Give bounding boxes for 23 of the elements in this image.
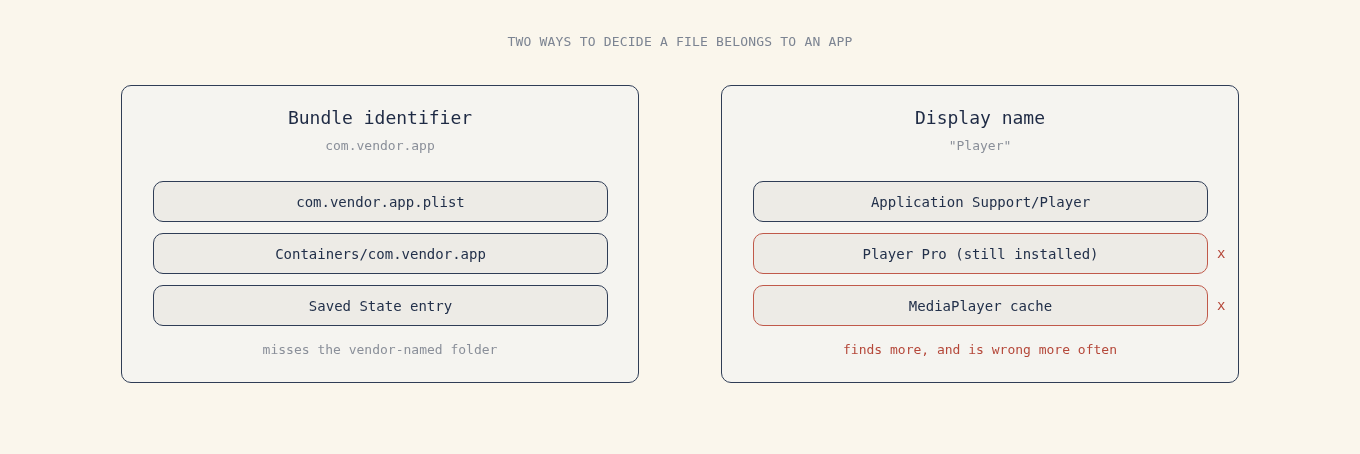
panel-subtitle: com.vendor.app [325, 138, 435, 153]
panel-heading: Display name [914, 107, 1045, 128]
file-location-box [153, 233, 608, 274]
panel-note: finds more, and is wrong more often [843, 342, 1117, 357]
file-path-text: Saved State entry [308, 296, 453, 315]
file-location-box [153, 181, 608, 222]
panel-heading: Bundle identifier [287, 107, 473, 128]
file-location-box [153, 285, 608, 326]
file-path-text: MediaPlayer cache [908, 296, 1053, 315]
file-location-box [753, 181, 1208, 222]
file-path-text: com.vendor.app.plist [296, 192, 465, 211]
file-path-text: Containers/com.vendor.app [275, 244, 486, 263]
mismatch-mark: x [1217, 296, 1226, 314]
method-panel [721, 85, 1239, 383]
file-location-box [753, 233, 1208, 274]
file-path-text: Application Support/Player [870, 192, 1091, 211]
panel-subtitle: "Player" [948, 138, 1012, 153]
mismatch-mark: x [1217, 244, 1226, 262]
diagram-title: TWO WAYS TO DECIDE A FILE BELONGS TO AN APP [507, 34, 853, 49]
panel-note: misses the vendor-named folder [262, 342, 498, 357]
method-panel [121, 85, 639, 383]
file-location-box [753, 285, 1208, 326]
file-path-text: Player Pro (still installed) [862, 244, 1099, 263]
